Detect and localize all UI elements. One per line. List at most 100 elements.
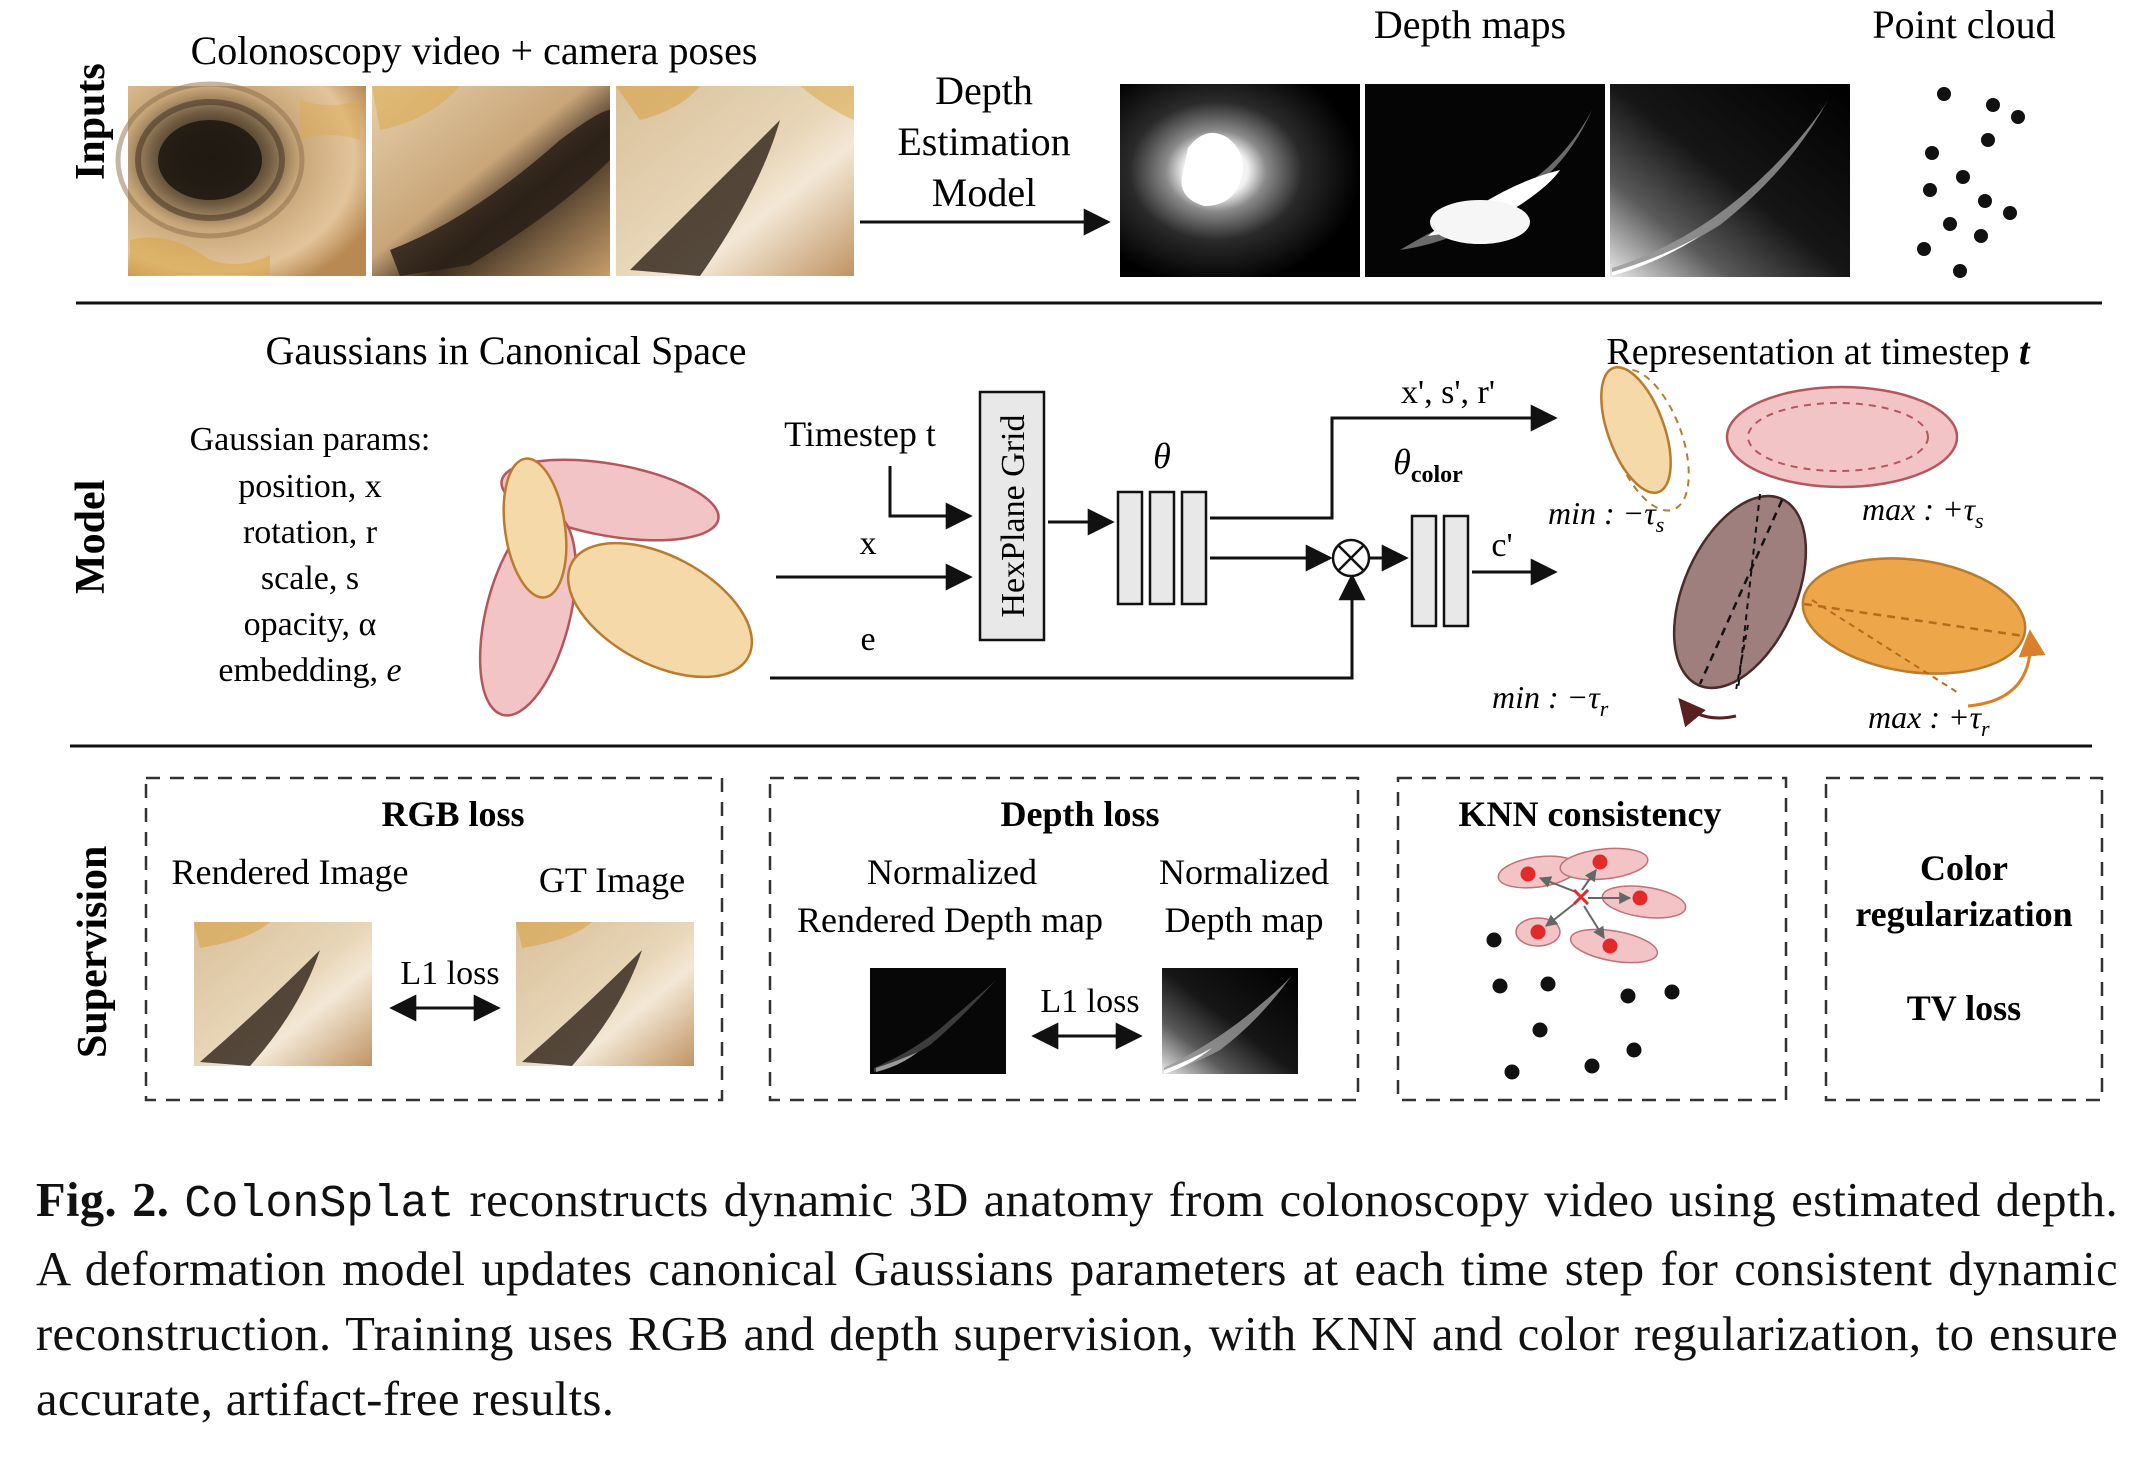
multiply-icon (1331, 538, 1371, 578)
norm-depth-line-2: Depth map (1165, 900, 1324, 940)
scale-min-sub: s (1656, 512, 1665, 537)
params-line-3: rotation, r (243, 514, 378, 551)
scale-max-gaussian (1725, 385, 1959, 489)
rendered-image-label: Rendered Image (172, 852, 409, 892)
norm-rendered-line-2: Rendered Depth map (797, 900, 1103, 940)
theta-color-layer-2 (1442, 514, 1470, 628)
model-row-label: Model (68, 480, 114, 594)
params-line-5: opacity, α (244, 606, 377, 643)
scale-max-sub: s (1975, 508, 1984, 533)
timestep-arrow (888, 466, 973, 530)
depth-l1-label: L1 loss (1040, 983, 1139, 1020)
theta-layer-2 (1148, 490, 1176, 606)
rgb-loss-title: RGB loss (381, 794, 524, 834)
theta-mlp (1116, 490, 1208, 606)
depth-loss-title: Depth loss (1000, 794, 1159, 834)
gt-image (516, 922, 694, 1066)
depth-map-2 (1365, 84, 1605, 277)
colonoscopy-frame-1 (115, 81, 366, 276)
depth-map-1 (1120, 84, 1360, 277)
e-input-label: e (860, 621, 875, 658)
theta-color-mlp (1410, 514, 1470, 628)
color-reg-line-1: Color (1920, 848, 2008, 888)
params-embedding-symbol: e (386, 652, 401, 689)
caption-method: ColonSplat (184, 1179, 455, 1230)
c-prime-label: c' (1491, 527, 1512, 564)
knn-illustration (1486, 847, 1687, 1080)
theta-color-sub: color (1411, 462, 1463, 488)
theta-layer-1 (1116, 490, 1144, 606)
norm-depth-line-1: Normalized (1159, 852, 1329, 892)
params-line-1: Gaussian params: (190, 421, 431, 458)
representation-title: Representation at timestep t (1606, 331, 2031, 373)
constraint-labels: min : −τs max : +τs min : −τr max : +τr (1492, 491, 1990, 741)
e-input-line (770, 573, 1366, 680)
figure-caption: Fig. 2. ColonSplat reconstructs dynamic … (36, 1168, 2118, 1432)
rotation-max-text: max : +τ (1868, 699, 1983, 735)
timestep-label: Timestep t (784, 414, 936, 454)
norm-rendered-line-1: Normalized (867, 852, 1037, 892)
rotation-min-sub: r (1600, 696, 1609, 721)
scale-max-ghost (1747, 402, 1929, 472)
params-line-2: position, x (238, 468, 382, 505)
canonical-gaussians (478, 457, 754, 717)
scale-max-label: max : +τs (1862, 491, 1984, 533)
knn-title: KNN consistency (1459, 794, 1722, 834)
knn-point-1 (1520, 866, 1536, 882)
theta-label: θ (1153, 436, 1171, 476)
knn-center-x-icon (1572, 888, 1590, 906)
color-reg-line-2: regularization (1855, 894, 2072, 934)
rotation-max-curve-arrow (1967, 629, 2046, 708)
rgb-l1-label: L1 loss (400, 955, 499, 992)
depth-model-line-1: Depth (935, 68, 1033, 113)
theta-layer-3 (1180, 490, 1208, 606)
rendered-image (194, 922, 372, 1066)
rotation-min-axis-1 (1698, 499, 1784, 685)
scale-min-label: min : −τs (1548, 495, 1664, 537)
knn-point-3 (1632, 890, 1648, 906)
gaussian-tan-right (566, 541, 754, 679)
params-line-4: scale, s (261, 560, 359, 597)
caption-text: reconstructs dynamic 3D anatomy from col… (36, 1174, 2118, 1426)
rotation-min-text: min : −τ (1492, 679, 1601, 715)
rotation-max-axis (1803, 602, 2025, 638)
knn-point-2 (1592, 854, 1608, 870)
knn-black-points (1486, 932, 1680, 1080)
x-input-label: x (860, 525, 877, 562)
depth-maps-label: Depth maps (1374, 2, 1566, 47)
knn-panel (1396, 776, 1788, 1102)
rotation-min-curve-arrow (1678, 697, 1737, 728)
hexplane-grid-label: HexPlane Grid (995, 414, 1032, 617)
representation-gaussians (1600, 365, 2046, 728)
scale-min-text: min : −τ (1548, 495, 1657, 531)
gaussian-params: Gaussian params: position, x rotation, r… (190, 421, 431, 689)
rotation-min-label: min : −τr (1492, 679, 1609, 721)
rotation-max-label: max : +τr (1868, 699, 1990, 741)
colonoscopy-frame-2 (372, 86, 610, 276)
representation-t: t (2019, 331, 2031, 373)
gt-image-label: GT Image (539, 860, 685, 900)
knn-point-5 (1602, 938, 1618, 954)
xsr-output-arrow (1210, 404, 1558, 520)
rgb-loss-panel (144, 776, 724, 1102)
video-label: Colonoscopy video + camera poses (191, 28, 758, 73)
scale-max-text: max : +τ (1862, 491, 1977, 527)
rotation-max-sub: r (1981, 716, 1990, 741)
gt-depth-map (1162, 968, 1298, 1074)
point-cloud (1917, 87, 2025, 278)
xsr-label: x', s', r' (1401, 374, 1495, 411)
rendered-depth-map (870, 968, 1006, 1074)
rotation-max-ref (1811, 599, 1961, 695)
theta-color-layer-1 (1410, 514, 1438, 628)
params-line-6: embedding, e (218, 652, 401, 689)
color-reg-panel (1824, 776, 2104, 1102)
gaussian-tan-left (502, 457, 568, 599)
knn-point-4 (1530, 924, 1546, 940)
canonical-title: Gaussians in Canonical Space (266, 328, 747, 373)
params-embedding-text: embedding, (218, 652, 386, 689)
rotation-min-ref (1735, 624, 1749, 691)
theta-color-symbol: θ (1393, 442, 1411, 482)
theta-color-label: θcolor (1393, 442, 1463, 488)
representation-title-text: Representation at timestep (1606, 331, 2019, 373)
